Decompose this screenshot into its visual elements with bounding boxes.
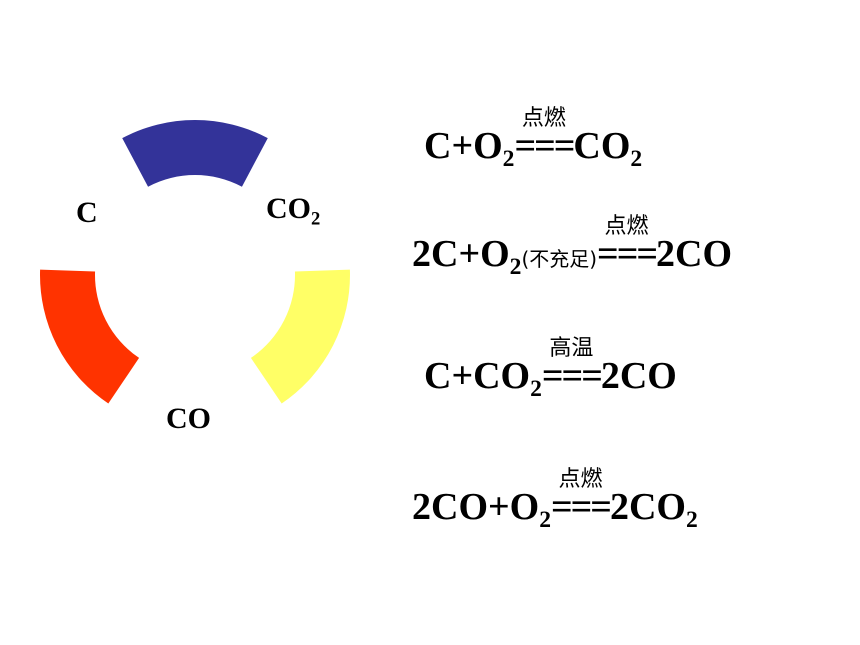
arc-c-to-co2 bbox=[122, 120, 268, 187]
node-c-label: C bbox=[76, 196, 98, 229]
eq4-condition: 点燃 bbox=[558, 467, 603, 493]
eq1-condition: 点燃 bbox=[521, 106, 566, 132]
eq1-arrow: 点燃=== bbox=[514, 108, 575, 167]
eq1-rhs: CO bbox=[573, 125, 631, 167]
eq4-arrow: 点燃=== bbox=[551, 469, 612, 528]
eq3-rhs: 2CO bbox=[600, 355, 677, 397]
eq4-lhs-sub: 2 bbox=[539, 507, 551, 534]
node-co: CO bbox=[166, 404, 211, 434]
node-co-label: CO bbox=[166, 402, 211, 435]
eq2-lhs-sub: 2 bbox=[509, 254, 522, 281]
eq2-lhs: 2C+O bbox=[412, 233, 510, 275]
eq4-lhs: 2CO+O bbox=[412, 486, 540, 528]
eq3-lhs: C+CO bbox=[424, 355, 531, 397]
node-c: C bbox=[76, 198, 98, 228]
arc-co-to-c bbox=[39, 269, 140, 404]
eq4-sign: === bbox=[551, 486, 612, 528]
eq2-condition: 点燃 bbox=[604, 214, 649, 240]
eq3-sign: === bbox=[541, 355, 603, 397]
eq1-sign: === bbox=[514, 125, 575, 167]
eq3-condition: 高温 bbox=[549, 336, 594, 362]
eq3-arrow: 高温=== bbox=[541, 338, 603, 397]
eq4-rhs-sub: 2 bbox=[685, 507, 698, 534]
node-co2: CO2 bbox=[266, 192, 320, 229]
eq1-lhs-sub: 2 bbox=[502, 146, 515, 173]
eq2-sign: === bbox=[597, 233, 658, 275]
eq2-arrow: 点燃=== bbox=[597, 216, 658, 275]
eq1-rhs-sub: 2 bbox=[630, 146, 643, 173]
eq1-lhs: C+O bbox=[424, 125, 503, 167]
arc-co2-to-co bbox=[250, 269, 350, 404]
eq2-note: (不充足) bbox=[521, 247, 598, 271]
eq3-lhs-sub: 2 bbox=[530, 376, 542, 403]
node-co2-label: CO bbox=[266, 192, 311, 225]
eq4-rhs: 2CO bbox=[609, 486, 686, 528]
eq2-rhs: 2CO bbox=[656, 233, 733, 275]
node-co2-subscript: 2 bbox=[311, 208, 321, 230]
equation-2: 2C+O2(不充足)点燃===2CO bbox=[412, 216, 733, 279]
